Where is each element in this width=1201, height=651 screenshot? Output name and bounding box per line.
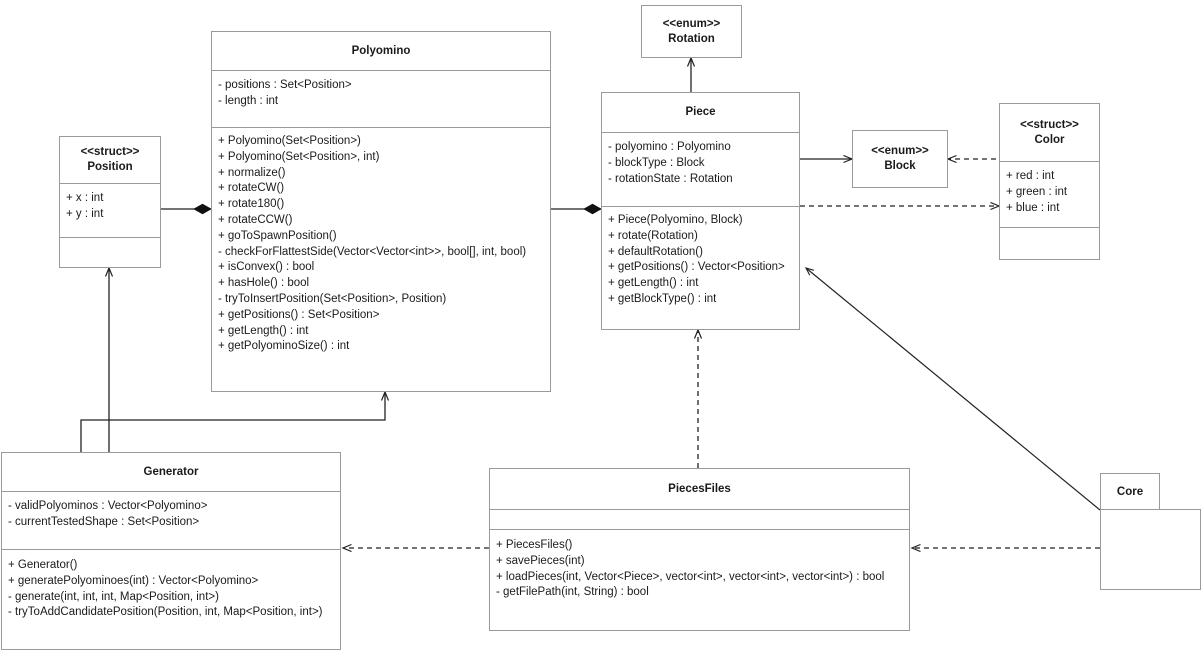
method-row: + Polyomino(Set<Position>) [218, 135, 361, 147]
class-stereotype: <<struct>> [1020, 118, 1079, 131]
class-box-generator[interactable]: Generator - validPolyominos : Vector<Pol… [1, 452, 341, 650]
class-attributes-piece: - polyomino : Polyomino - blockType : Bl… [602, 132, 799, 206]
class-attributes-generator: - validPolyominos : Vector<Polyomino> - … [2, 491, 340, 549]
method-row: + savePieces(int) [496, 554, 585, 567]
class-attributes-piecesfiles [490, 509, 909, 529]
class-attributes-polyomino: - positions : Set<Position> - length : i… [212, 70, 550, 127]
method-row: + Piece(Polyomino, Block) [608, 214, 743, 226]
class-attributes-color: + red : int + green : int + blue : int [1000, 161, 1099, 227]
method-row: + Polyomino(Set<Position>, int) [218, 150, 380, 163]
attribute-row: - polyomino : Polyomino [608, 141, 731, 153]
method-row: + generatePolyominoes(int) : Vector<Poly… [8, 574, 259, 587]
attribute-row: + blue : int [1006, 201, 1060, 214]
package-tab-core: Core [1100, 473, 1160, 510]
method-row: + rotate(Rotation) [608, 229, 698, 242]
attribute-row: + x : int [66, 192, 104, 204]
class-box-position[interactable]: <<struct>> Position + x : int + y : int [59, 136, 161, 268]
method-row: + getPositions() : Vector<Position> [608, 261, 785, 274]
attribute-row: + green : int [1006, 185, 1068, 198]
edge-generator-polyomino [80, 392, 385, 452]
method-row: - tryToAddCandidatePosition(Position, in… [8, 606, 323, 619]
class-methods-color [1000, 227, 1099, 259]
class-name: PiecesFiles [668, 482, 731, 495]
package-box-core[interactable]: Core [1100, 473, 1201, 590]
class-box-block[interactable]: <<enum>> Block [852, 130, 948, 188]
method-row: + goToSpawnPosition() [218, 229, 337, 242]
method-row: + defaultRotation() [608, 245, 703, 258]
attribute-row: + red : int [1006, 170, 1055, 182]
class-name: Polyomino [351, 44, 411, 57]
method-row: + loadPieces(int, Vector<Piece>, vector<… [496, 570, 885, 583]
class-header-generator: Generator [2, 453, 340, 491]
class-name: Block [884, 160, 916, 172]
attribute-row: - positions : Set<Position> [218, 79, 352, 91]
class-stereotype: <<enum>> [871, 145, 929, 157]
method-row: + rotate180() [218, 198, 285, 211]
class-methods-position [60, 237, 160, 267]
class-box-polyomino[interactable]: Polyomino - positions : Set<Position> - … [211, 31, 551, 392]
attribute-row: - length : int [218, 94, 279, 107]
class-methods-polyomino: + Polyomino(Set<Position>) + Polyomino(S… [212, 127, 550, 391]
method-row: - generate(int, int, int, Map<Position, … [8, 590, 219, 603]
class-header-polyomino: Polyomino [212, 32, 550, 70]
class-box-color[interactable]: <<struct>> Color + red : int + green : i… [999, 103, 1100, 260]
class-box-piecesfiles[interactable]: PiecesFiles + PiecesFiles() + savePieces… [489, 468, 910, 631]
package-name: Core [1116, 485, 1144, 498]
method-row: - getFilePath(int, String) : bool [496, 586, 649, 599]
class-name: Piece [685, 106, 716, 118]
class-name: Color [1034, 133, 1065, 146]
class-stereotype: <<struct>> [80, 146, 140, 158]
attribute-row: - validPolyominos : Vector<Polyomino> [8, 500, 208, 512]
method-row: + getLength() : int [218, 324, 309, 337]
class-stereotype: <<enum>> [662, 17, 721, 30]
class-header-piecesfiles: PiecesFiles [490, 469, 909, 509]
attribute-row: - currentTestedShape : Set<Position> [8, 515, 200, 528]
method-row: + rotateCCW() [218, 213, 293, 226]
class-box-piece[interactable]: Piece - polyomino : Polyomino - blockTyp… [601, 92, 800, 330]
attribute-row: - blockType : Block [608, 156, 705, 169]
method-row: + normalize() [218, 166, 286, 179]
method-row: + getPolyominoSize() : int [218, 340, 350, 353]
method-row: - checkForFlattestSide(Vector<Vector<int… [218, 245, 527, 258]
class-header-block: <<enum>> Block [853, 131, 947, 187]
package-body-core [1100, 509, 1201, 590]
class-name: Generator [143, 465, 199, 478]
class-header-rotation: <<enum>> Rotation [642, 6, 741, 57]
class-methods-piecesfiles: + PiecesFiles() + savePieces(int) + load… [490, 529, 909, 630]
class-methods-piece: + Piece(Polyomino, Block) + rotate(Rotat… [602, 206, 799, 329]
class-attributes-position: + x : int + y : int [60, 183, 160, 237]
class-header-piece: Piece [602, 93, 799, 132]
class-methods-generator: + Generator() + generatePolyominoes(int)… [2, 549, 340, 649]
method-row: + getPositions() : Set<Position> [218, 308, 380, 321]
class-name: Position [87, 161, 133, 173]
class-header-position: <<struct>> Position [60, 137, 160, 183]
class-name: Rotation [668, 32, 715, 45]
method-row: + Generator() [8, 559, 78, 571]
attribute-row: - rotationState : Rotation [608, 172, 733, 185]
class-header-color: <<struct>> Color [1000, 104, 1099, 161]
method-row: + hasHole() : bool [218, 277, 310, 290]
class-box-rotation[interactable]: <<enum>> Rotation [641, 5, 742, 58]
method-row: + getBlockType() : int [608, 292, 717, 305]
method-row: + rotateCW() [218, 182, 285, 195]
method-row: + isConvex() : bool [218, 261, 315, 274]
method-row: + PiecesFiles() [496, 539, 573, 551]
method-row: + getLength() : int [608, 277, 699, 290]
attribute-row: + y : int [66, 207, 104, 220]
method-row: - tryToInsertPosition(Set<Position>, Pos… [218, 292, 447, 305]
